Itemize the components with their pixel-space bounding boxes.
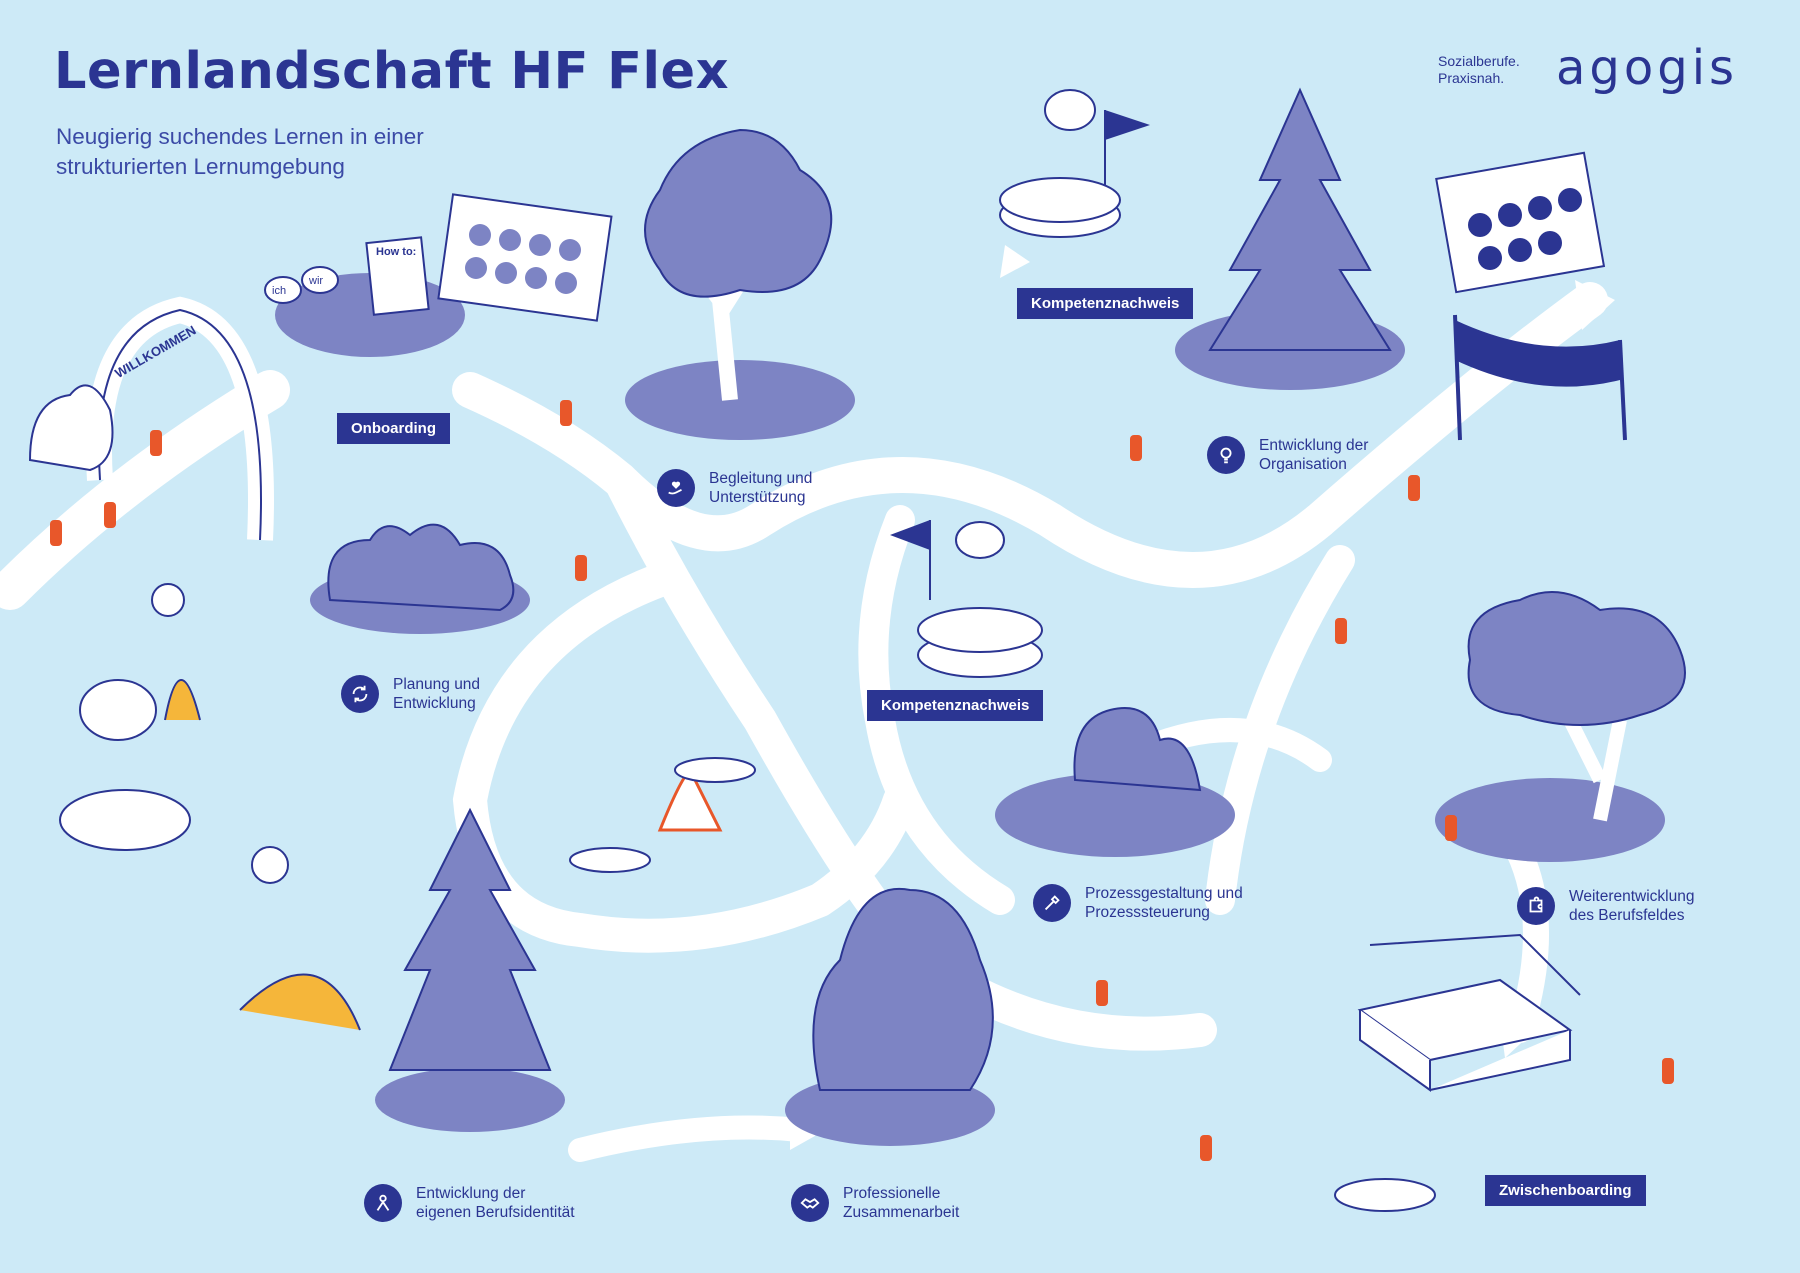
bubble-ich: ich (272, 285, 286, 297)
topic-berufsfeld-line-2: des Berufsfeldes (1569, 907, 1685, 924)
topic-begleitung-line-2: Unterstützung (709, 489, 806, 506)
topic-berufsidentitaet-line-1: Entwicklung der (416, 1185, 526, 1202)
topic-organisation-line-1: Entwicklung der (1259, 437, 1369, 454)
tree-support (625, 128, 855, 440)
identity-icon (364, 1184, 402, 1222)
subtitle-line-2: strukturierten Lernumgebung (56, 154, 345, 179)
subtitle-line-1: Neugierig suchendes Lernen in einer (56, 124, 424, 149)
fir-tree-identity (375, 807, 565, 1132)
island-process (995, 707, 1235, 857)
topic-organisation-line-2: Organisation (1259, 456, 1347, 473)
tree-profession (1435, 591, 1686, 862)
topic-begleitung-line-1: Begleitung und (709, 470, 813, 487)
campfire (569, 757, 756, 873)
bush-planning (310, 523, 530, 634)
topic-berufsidentitaet-line-2: eigenen Berufsidentität (416, 1204, 575, 1221)
walking-figures (50, 400, 1674, 1161)
topic-zusammenarbeit-line-1: Professionelle (843, 1185, 941, 1202)
people-group-left (59, 583, 361, 1031)
page-title: Lernlandschaft HF Flex (54, 42, 729, 101)
onboarding-island: How to: ich wir (264, 193, 613, 357)
tagline-line-1: Sozialberufe. (1438, 53, 1520, 69)
board-title: How to: (376, 246, 416, 258)
handshake-icon (791, 1184, 829, 1222)
finish-line (1435, 151, 1627, 441)
topic-zusammenarbeit-line-2: Zusammenarbeit (843, 1204, 960, 1221)
cycle-icon (341, 675, 379, 713)
page-subtitle: Neugierig suchendes Lernen in einer stru… (56, 122, 516, 182)
stage-zwischenboarding (1334, 933, 1581, 1212)
lightbulb-icon (1207, 436, 1245, 474)
topic-prozess-line-1: Prozessgestaltung und (1085, 885, 1243, 902)
station-zwischenboarding: Zwischenboarding (1485, 1175, 1646, 1206)
puzzle-icon (1517, 887, 1555, 925)
station-kompetenznachweis-top: Kompetenznachweis (1017, 288, 1194, 319)
station-kompetenznachweis-middle: Kompetenznachweis (867, 690, 1044, 721)
topic-planung-line-1: Planung und (393, 676, 481, 693)
heart-hand-icon (657, 469, 695, 507)
tools-icon (1033, 884, 1071, 922)
brand-logo: agogis (1556, 40, 1739, 96)
topic-prozess-line-2: Prozesssteuerung (1085, 904, 1210, 921)
topic-berufsfeld-line-1: Weiterentwicklung (1569, 888, 1695, 905)
fir-tree-organisation (1175, 87, 1405, 390)
topic-planung-line-2: Entwicklung (393, 695, 476, 712)
topic-berufsidentitaet: Entwicklung der eigenen Berufsidentität (364, 1184, 636, 1222)
platform-top (999, 89, 1150, 238)
tagline-line-2: Praxisnah. (1438, 70, 1505, 86)
bubble-wir: wir (308, 275, 323, 287)
bush-collaboration (785, 887, 995, 1146)
station-onboarding: Onboarding (337, 413, 450, 444)
brand-tagline: Sozialberufe. Praxisnah. (1438, 53, 1528, 87)
topic-berufsfeld: Weiterentwicklung des Berufsfeldes (1517, 887, 1769, 925)
platform-middle (890, 520, 1043, 678)
